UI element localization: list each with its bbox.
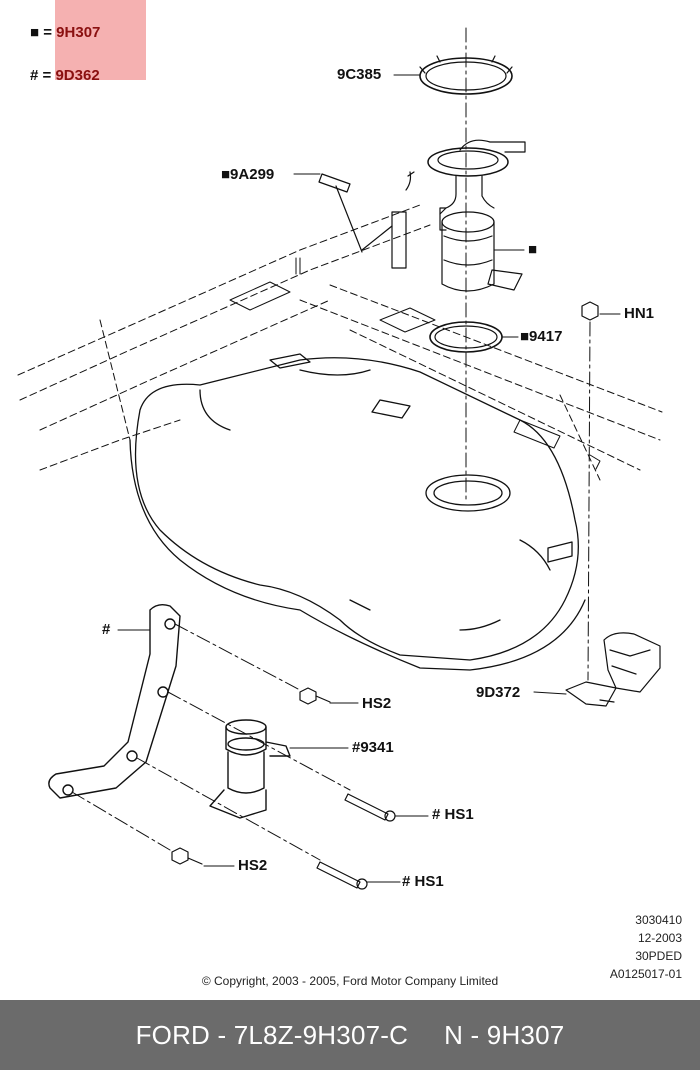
frame-detail-drawing (229, 257, 601, 470)
callout-hs1-bottom: # HS1 (402, 873, 444, 890)
legend-code: 9H307 (56, 24, 101, 41)
legend-symbol: # (30, 67, 39, 84)
callout-hs2-top: HS2 (362, 695, 392, 712)
stud-hs1-bottom-drawing (316, 861, 368, 890)
footer-reference: N - 9H307 (444, 1019, 565, 1050)
callout-9341: #9341 (352, 739, 394, 756)
nut-drawing (581, 301, 599, 681)
part-number-footer: FORD - 7L8Z-9H307-C N - 9H307 (0, 1000, 700, 1070)
callout-9a299: ■9A299 (221, 166, 275, 183)
callout-pump-module: ■ (528, 241, 538, 258)
fuel-filter-drawing (209, 719, 291, 819)
legend-row-square: ■ = 9H307 (30, 24, 100, 41)
leader-lines (117, 74, 621, 883)
diagram-stage: ■ = 9H307 # = 9D362 (17, 0, 682, 988)
bolt-hs2-top-drawing (299, 687, 331, 705)
copyright-notice: © Copyright, 2003 - 2005, Ford Motor Com… (201, 974, 499, 988)
stud-hs1-top-drawing (344, 793, 396, 822)
lock-ring-drawing (419, 55, 513, 95)
legend-highlight (55, 0, 146, 80)
sender-drawing (318, 171, 415, 269)
exploded-parts-drawing (17, 27, 663, 890)
frame-rails-drawing (17, 204, 663, 481)
drawing-ref: A0125017-01 (609, 967, 682, 981)
drawing-date: 12-2003 (637, 931, 682, 945)
fuel-tank-drawing (129, 353, 586, 671)
callout-hn1: HN1 (624, 305, 655, 322)
callout-9d372: 9D372 (476, 684, 521, 701)
legend-code: 9D362 (55, 67, 100, 84)
footer-part-number: FORD - 7L8Z-9H307-C (135, 1019, 409, 1050)
fuel-pump-module-drawing (427, 139, 526, 292)
callout-hs2-bottom: HS2 (238, 857, 268, 874)
legend-row-hash: # = 9D362 (30, 67, 100, 84)
drawing-code: 30PDED (635, 949, 682, 963)
legend-equals: = (43, 24, 52, 41)
drawing-number: 3030410 (635, 913, 682, 927)
mounting-bracket-drawing (48, 603, 181, 799)
fastener-axes (71, 623, 351, 861)
callout-hs1-top: # HS1 (432, 806, 474, 823)
callout-9417: ■9417 (520, 328, 563, 345)
bolt-hs2-bottom-drawing (171, 847, 203, 865)
shield-bracket-drawing (565, 632, 661, 707)
callout-bracket: # (102, 621, 111, 638)
legend-equals: = (42, 67, 52, 84)
legend-symbol: ■ (30, 24, 40, 41)
callout-9c385: 9C385 (337, 66, 382, 83)
